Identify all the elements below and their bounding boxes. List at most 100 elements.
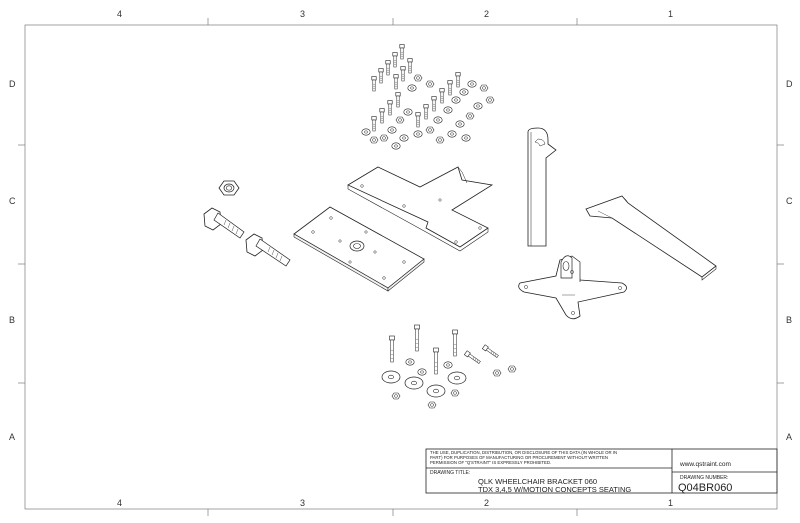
bolt-part — [371, 76, 377, 92]
nut-part — [425, 80, 435, 88]
hook-bracket-part — [527, 127, 557, 247]
zone-column-label: 4 — [117, 9, 123, 19]
washer-part — [459, 88, 469, 96]
nut-part — [379, 134, 389, 142]
bolt-part — [433, 347, 439, 375]
zone-column-label: 3 — [300, 9, 306, 19]
zone-row-label: B — [786, 315, 793, 325]
bolt-part — [439, 88, 445, 104]
nut-part — [435, 136, 445, 144]
nut-part — [395, 116, 405, 124]
bolt-part — [392, 52, 398, 68]
nut-part — [425, 126, 435, 134]
nut-part — [450, 389, 460, 397]
bent-bracket-part — [347, 166, 494, 252]
washer-part — [433, 116, 443, 124]
zone-column-label: 1 — [668, 9, 674, 19]
washer-part — [417, 368, 427, 376]
washer-part — [443, 361, 453, 369]
bolt-part — [447, 80, 453, 96]
nut-part — [465, 112, 475, 120]
bolt-part — [399, 44, 405, 60]
bolt-part — [385, 60, 391, 76]
drawing-title-line-1: QLK WHEELCHAIR BRACKET 060 — [478, 477, 598, 486]
star-mount-part — [518, 255, 627, 320]
washer-part — [443, 106, 453, 114]
disclaimer-text: THE USE, DUPLICATION, DISTRIBUTION, OR D… — [430, 450, 618, 465]
washer-part — [387, 126, 397, 134]
zone-column-label: 1 — [668, 498, 674, 508]
nut-part — [485, 96, 495, 104]
long-bolt-part — [245, 233, 291, 267]
company-website: www.qstraint.com — [680, 461, 731, 468]
washer-part — [467, 80, 477, 88]
washer-part — [447, 371, 467, 385]
zone-row-label: C — [786, 196, 793, 206]
bolt-part — [395, 92, 401, 108]
hardware-kit-bottom — [381, 324, 517, 409]
bolt-part — [400, 66, 406, 82]
zone-column-label: 4 — [117, 498, 123, 508]
washer-part — [391, 142, 401, 150]
washer-part — [407, 84, 417, 92]
zone-row-label: D — [786, 79, 793, 89]
bolt-part — [371, 116, 377, 132]
inner-border — [24, 24, 778, 510]
washer-part — [455, 120, 465, 128]
drawing-title-line-2: TDX 3,4,5 W/MOTION CONCEPTS SEATING — [478, 485, 632, 494]
bolt-part — [452, 329, 458, 357]
bolt-part — [482, 344, 500, 359]
washer-part — [404, 376, 424, 390]
bolt-part — [393, 74, 399, 90]
zone-row-label: C — [9, 196, 16, 206]
bolt-part — [423, 104, 429, 120]
drawing-title-label: DRAWING TITLE: — [430, 470, 471, 476]
bolt-part — [387, 100, 393, 116]
washer-part — [399, 134, 409, 142]
bolt-part — [455, 72, 461, 88]
nut-part — [507, 365, 517, 373]
zone-column-label: 3 — [300, 498, 306, 508]
washer-part — [405, 358, 415, 366]
nut-part — [427, 401, 437, 409]
washer-part — [381, 370, 401, 384]
washer-part — [413, 130, 423, 138]
nut-part — [391, 392, 401, 400]
hardware-kit-top — [361, 44, 495, 150]
washer-part — [361, 128, 371, 136]
base-plate-part — [293, 206, 425, 292]
bolt-part — [407, 58, 413, 74]
washer-part — [451, 96, 461, 104]
drawing-number-label: DRAWING NUMBER: — [680, 475, 729, 481]
flat-bar-bracket-part — [585, 195, 717, 281]
bolt-part — [414, 324, 420, 352]
zone-row-label: D — [9, 79, 16, 89]
bolt-part — [378, 68, 384, 84]
washer-part — [426, 384, 446, 398]
nut-part — [413, 74, 423, 82]
washer-part — [403, 108, 413, 116]
large-nut-part — [218, 180, 240, 196]
zone-row-label: A — [9, 432, 16, 442]
nut-part — [492, 369, 502, 377]
nut-part — [369, 136, 379, 144]
bolt-part — [431, 96, 437, 112]
zone-row-label: A — [786, 432, 793, 442]
washer-part — [447, 130, 457, 138]
bolt-part — [389, 335, 395, 363]
drawing-number: Q04BR060 — [678, 482, 733, 494]
zone-ticks — [18, 18, 784, 516]
nut-part — [479, 84, 489, 92]
long-bolt-part — [203, 207, 245, 239]
zone-column-label: 2 — [484, 9, 490, 19]
bolt-part — [379, 108, 385, 124]
bolt-part — [415, 112, 421, 128]
washer-part — [461, 134, 471, 142]
washer-part — [473, 102, 483, 110]
title-block-frame — [425, 448, 778, 494]
zone-column-label: 2 — [484, 498, 490, 508]
bolt-part — [464, 350, 482, 365]
zone-row-label: B — [9, 315, 16, 325]
